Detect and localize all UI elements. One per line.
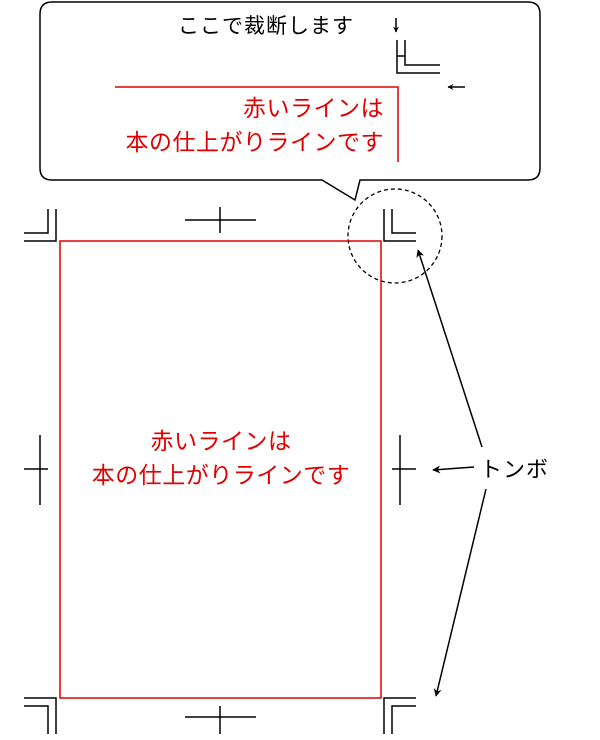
arrow-to-right-center-mark: [432, 465, 475, 474]
corner-mark-bottom-left: [24, 697, 57, 734]
center-mark-bottom: [185, 706, 256, 734]
center-mark-top: [185, 207, 256, 233]
arrow-to-bottom-right-mark: [433, 488, 487, 697]
arrow-to-top-right-mark: [416, 249, 483, 448]
center-mark-left: [24, 435, 48, 505]
center-mark-right: [392, 435, 416, 505]
highlight-circle: [347, 188, 443, 284]
callout-bubble: [39, 1, 541, 202]
callout-title: ここで裁断します: [178, 14, 354, 38]
callout-red-note: 赤いラインは 本の仕上がりラインです: [78, 92, 384, 160]
corner-mark-top-right: [383, 209, 416, 242]
callout-corner-mark: [396, 40, 440, 74]
callout-red-trim-line: [115, 86, 399, 162]
page-trim-rect: [59, 240, 382, 699]
page-red-note-line2: 本の仕上がりラインです: [91, 463, 351, 489]
trim-marks-label: トンボ: [480, 458, 550, 483]
page-red-note: 赤いラインは 本の仕上がりラインです: [60, 425, 382, 493]
callout-red-note-line2: 本の仕上がりラインです: [125, 130, 384, 156]
corner-mark-top-left: [24, 209, 57, 242]
callout-red-note-line1: 赤いラインは: [243, 96, 384, 122]
page-red-note-line1: 赤いラインは: [150, 429, 292, 455]
corner-mark-bottom-right: [383, 697, 416, 734]
